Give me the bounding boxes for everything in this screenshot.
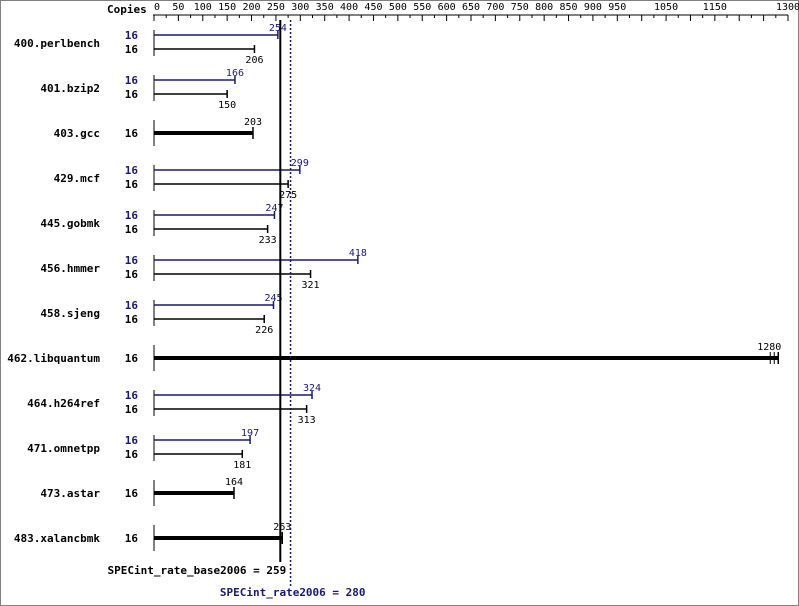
x-tick-label: 1050 bbox=[654, 2, 678, 13]
copies-value: 16 bbox=[125, 127, 139, 140]
base-value-label: 233 bbox=[259, 235, 277, 246]
copies-peak-value: 16 bbox=[125, 389, 139, 402]
benchmark-row: 462.libquantum 16 1280 bbox=[7, 342, 781, 371]
x-tick-label: 500 bbox=[389, 2, 407, 13]
copies-value: 16 bbox=[125, 532, 139, 545]
base-value-label: 313 bbox=[298, 415, 316, 426]
result-value-label: 164 bbox=[225, 477, 243, 488]
copies-base-value: 16 bbox=[125, 313, 139, 326]
benchmark-row: 483.xalancbmk 16 263 bbox=[14, 522, 291, 551]
copies-value: 16 bbox=[125, 352, 139, 365]
benchmark-name: 429.mcf bbox=[54, 172, 100, 185]
copies-base-value: 16 bbox=[125, 448, 139, 461]
x-tick-label: 600 bbox=[438, 2, 456, 13]
x-tick-label: 700 bbox=[486, 2, 504, 13]
x-tick-label: 150 bbox=[218, 2, 236, 13]
benchmark-name: 400.perlbench bbox=[14, 37, 100, 50]
copies-value: 16 bbox=[125, 487, 139, 500]
x-tick-label: 750 bbox=[511, 2, 529, 13]
copies-peak-value: 16 bbox=[125, 164, 139, 177]
x-tick-label: 200 bbox=[243, 2, 261, 13]
benchmark-row: 403.gcc 16 203 bbox=[54, 117, 262, 146]
benchmark-name: 445.gobmk bbox=[40, 217, 100, 230]
benchmark-row: 473.astar 16 164 bbox=[40, 477, 243, 506]
benchmark-name: 401.bzip2 bbox=[40, 82, 100, 95]
reference-lines: SPECint_rate_base2006 = 259SPECint_rate2… bbox=[107, 20, 366, 599]
peak-value-label: 299 bbox=[291, 158, 309, 169]
copies-base-value: 16 bbox=[125, 223, 139, 236]
x-tick-label: 400 bbox=[340, 2, 358, 13]
base-value-label: 206 bbox=[245, 55, 263, 66]
x-tick-label: 300 bbox=[291, 2, 309, 13]
copies-peak-value: 16 bbox=[125, 74, 139, 87]
peak-value-label: 324 bbox=[303, 383, 321, 394]
copies-peak-value: 16 bbox=[125, 254, 139, 267]
x-tick-label: 450 bbox=[364, 2, 382, 13]
benchmark-name: 458.sjeng bbox=[40, 307, 100, 320]
x-axis: Copies 0 50 100 150 200 250 300 350 400 450 500 550 6… bbox=[107, 2, 799, 21]
x-tick-label: 350 bbox=[316, 2, 334, 13]
result-value-label: 203 bbox=[244, 117, 262, 128]
x-tick-label: 900 bbox=[584, 2, 602, 13]
benchmark-rows: 400.perlbench1616254206401.bzip216161661… bbox=[7, 23, 781, 551]
base-value-label: 226 bbox=[255, 325, 273, 336]
copies-base-value: 16 bbox=[125, 268, 139, 281]
base-value-label: 275 bbox=[279, 190, 297, 201]
x-tick-label: 50 bbox=[172, 2, 184, 13]
copies-header: Copies bbox=[107, 3, 147, 16]
peak-value-label: 418 bbox=[349, 248, 367, 259]
copies-peak-value: 16 bbox=[125, 209, 139, 222]
copies-base-value: 16 bbox=[125, 88, 139, 101]
base-value-label: 181 bbox=[233, 460, 251, 471]
copies-peak-value: 16 bbox=[125, 299, 139, 312]
x-tick-label: 650 bbox=[462, 2, 480, 13]
x-tick-label: 800 bbox=[535, 2, 553, 13]
benchmark-name: 462.libquantum bbox=[7, 352, 100, 365]
copies-base-value: 16 bbox=[125, 178, 139, 191]
x-tick-label: 850 bbox=[560, 2, 578, 13]
benchmark-name: 464.h264ref bbox=[27, 397, 100, 410]
copies-base-value: 16 bbox=[125, 43, 139, 56]
x-tick-label: 950 bbox=[608, 2, 626, 13]
base-value-label: 150 bbox=[218, 100, 236, 111]
base-value-label: 321 bbox=[302, 280, 320, 291]
benchmark-name: 473.astar bbox=[40, 487, 100, 500]
x-tick-label: 0 bbox=[154, 2, 160, 13]
copies-peak-value: 16 bbox=[125, 29, 139, 42]
peak-value-label: 247 bbox=[265, 203, 283, 214]
benchmark-name: 403.gcc bbox=[54, 127, 100, 140]
benchmark-name: 471.omnetpp bbox=[27, 442, 100, 455]
copies-base-value: 16 bbox=[125, 403, 139, 416]
result-value-label: 263 bbox=[273, 522, 291, 533]
benchmark-name: 456.hmmer bbox=[40, 262, 100, 275]
peak-value-label: 245 bbox=[264, 293, 282, 304]
x-tick-label: 550 bbox=[413, 2, 431, 13]
x-tick-label: 250 bbox=[267, 2, 285, 13]
peak-summary-label: SPECint_rate2006 = 280 bbox=[220, 586, 366, 599]
x-tick-label: 1150 bbox=[703, 2, 727, 13]
x-tick-label: 100 bbox=[194, 2, 212, 13]
benchmark-name: 483.xalancbmk bbox=[14, 532, 100, 545]
peak-value-label: 254 bbox=[269, 23, 287, 34]
peak-value-label: 166 bbox=[226, 68, 244, 79]
copies-peak-value: 16 bbox=[125, 434, 139, 447]
result-value-label: 1280 bbox=[757, 342, 781, 353]
x-tick-label: 1300 bbox=[776, 2, 799, 13]
base-summary-label: SPECint_rate_base2006 = 259 bbox=[107, 564, 286, 577]
peak-value-label: 197 bbox=[241, 428, 259, 439]
